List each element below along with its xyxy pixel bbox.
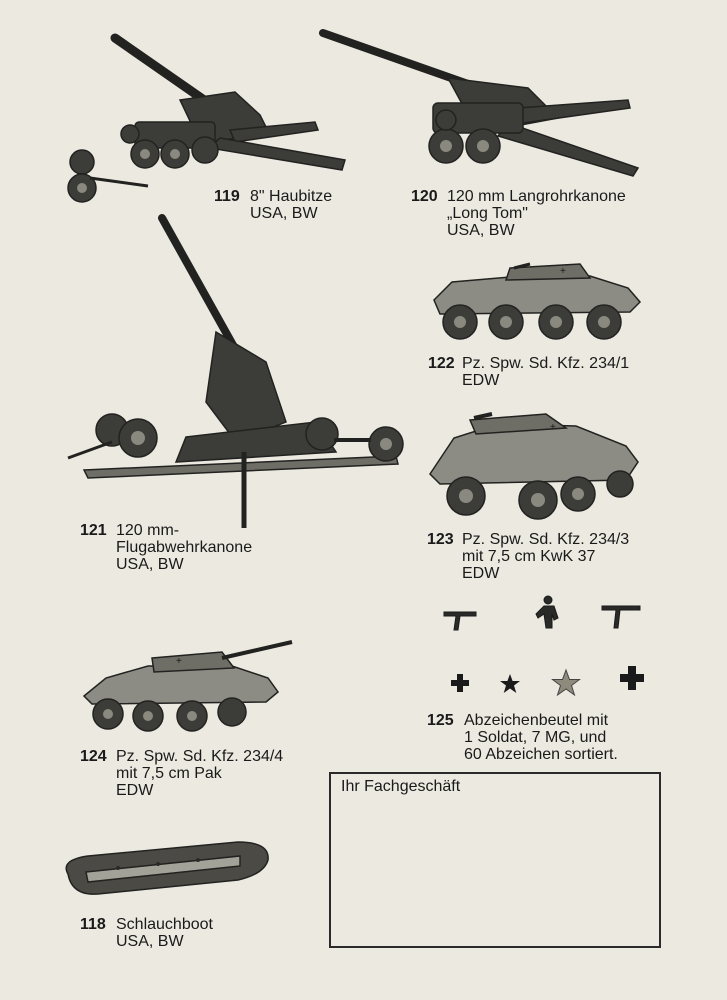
caption-line: Pz. Spw. Sd. Kfz. 234/4: [116, 748, 284, 765]
armored-car-icon: +: [433, 262, 642, 340]
dealer-stamp-box: Ihr Fachgeschäft: [329, 772, 661, 948]
caption-line: mit 7,5 cm KwK 37: [462, 548, 596, 565]
svg-text:+: +: [560, 266, 566, 277]
item-number: 123: [427, 531, 454, 548]
caption-line: Schlauchboot: [116, 916, 213, 933]
caption-line: Flugabwehrkanone: [116, 539, 253, 556]
caption-line: Pz. Spw. Sd. Kfz. 234/1: [462, 355, 630, 372]
caption-line: USA, BW: [116, 933, 184, 950]
caption-line: Pz. Spw. Sd. Kfz. 234/3: [462, 531, 630, 548]
caption-line: EDW: [462, 565, 500, 582]
armored-car-short-gun-icon: +: [429, 412, 639, 520]
howitzer-icon: [67, 33, 346, 203]
caption-line: 8" Haubitze: [250, 188, 333, 205]
item-number: 125: [427, 712, 454, 729]
item-number: 119: [214, 188, 240, 205]
caption-line: 120 mm Langrohrkanone: [447, 188, 626, 205]
item-number: 120: [411, 188, 438, 205]
insignia-bag-icon: [443, 595, 644, 697]
machine-gun-icon: [601, 605, 641, 629]
cross-icon: [451, 674, 469, 692]
caption-line: mit 7,5 cm Pak: [116, 765, 222, 782]
armored-car-pak-icon: +: [82, 640, 293, 732]
long-tom-cannon-icon: [319, 29, 640, 177]
caption-line: USA, BW: [447, 222, 515, 239]
caption-line: USA, BW: [250, 205, 318, 222]
caption-line: 120 mm-: [116, 522, 180, 539]
caption-line: EDW: [462, 372, 500, 389]
caption-line: Abzeichenbeutel mit: [464, 712, 609, 729]
caption-line: EDW: [116, 782, 154, 799]
item-number: 124: [80, 748, 107, 765]
svg-text:+: +: [176, 656, 182, 667]
soldier-icon: [535, 595, 559, 629]
item-number: 118: [80, 916, 106, 933]
star-icon: [500, 674, 520, 693]
item-number: 121: [80, 522, 107, 539]
cross-icon: [620, 666, 644, 690]
anti-aircraft-gun-icon: [67, 214, 404, 528]
caption-line: 1 Soldat, 7 MG, und: [464, 729, 607, 746]
item-number: 122: [428, 355, 455, 372]
dealer-box-label: Ihr Fachgeschäft: [341, 778, 461, 795]
machine-gun-icon: [443, 611, 477, 631]
caption-line: „Long Tom": [447, 205, 528, 222]
star-outline-icon: [551, 668, 581, 697]
svg-text:+: +: [550, 422, 556, 433]
caption-line: 60 Abzeichen sortiert.: [464, 746, 618, 763]
caption-line: USA, BW: [116, 556, 184, 573]
inflatable-boat-icon: [65, 841, 269, 895]
